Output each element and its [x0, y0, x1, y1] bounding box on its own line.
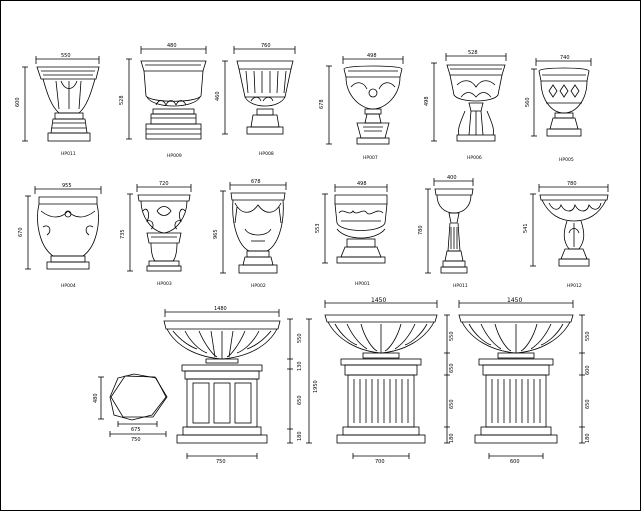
p1-top-dim: 1480 [214, 306, 227, 312]
planter-hp004: 955 670 HP004 [18, 183, 102, 289]
p1-base-dim: 750 [216, 459, 226, 465]
p3-seg4: 180 [585, 433, 591, 443]
p1-total: 1950 [313, 380, 319, 393]
hexagon-plan: 480 675 750 [93, 373, 168, 443]
p2-seg2: 650 [449, 363, 455, 373]
code-label: HP012 [567, 283, 582, 289]
dim-height: 670 [18, 227, 24, 237]
p3-seg3: 650 [585, 399, 591, 409]
p3-base-dim: 600 [510, 459, 520, 465]
dim-width: 400 [447, 175, 457, 181]
dim-width: 498 [357, 181, 367, 187]
code-label: HP011 [453, 283, 468, 289]
dim-height: 735 [120, 229, 126, 239]
planter-hp003: 720 735 HP003 [120, 181, 192, 287]
code-label: HP006 [467, 155, 482, 161]
p2-seg3: 650 [449, 399, 455, 409]
hex-inner-dim: 675 [131, 427, 141, 433]
dim-height: 965 [213, 229, 219, 239]
dim-width: 498 [367, 53, 377, 59]
pedestal-planter-3: 1450 600 550 600 650 180 [458, 297, 591, 465]
dim-height: 528 [119, 95, 125, 105]
dim-width: 955 [62, 183, 72, 189]
p3-top-dim: 1450 [507, 297, 522, 304]
dim-height: 678 [319, 99, 325, 109]
code-label: HP005 [559, 157, 574, 163]
p2-seg1: 550 [449, 331, 455, 341]
code-label: HP004 [61, 283, 76, 289]
code-label: HP009 [167, 153, 182, 159]
planter-hp011-bottom: 400 780 HP011 [418, 175, 474, 289]
dim-width: 480 [167, 43, 177, 49]
p1-seg4: 180 [297, 431, 303, 441]
dim-width: 780 [567, 181, 577, 187]
p1-seg2: 130 [297, 361, 303, 371]
dim-height: 460 [215, 91, 221, 101]
planter-hp008-top: 760 460 HP008 [215, 43, 296, 157]
code-label: HP003 [157, 281, 172, 287]
dim-height: 600 [15, 97, 21, 107]
planter-hp001: 498 553 HP001 [315, 181, 388, 287]
dim-width: 720 [159, 181, 169, 187]
p1-seg1: 550 [297, 333, 303, 343]
code-label: HP007 [363, 155, 378, 161]
dim-width: 760 [261, 43, 271, 49]
dim-height: 780 [418, 225, 424, 235]
code-label: HP011 [61, 151, 76, 157]
p2-top-dim: 1450 [371, 297, 386, 304]
dim-height: 553 [315, 223, 321, 233]
dim-width: 740 [560, 55, 570, 61]
planter-hp009-top: 480 528 HP009 [119, 43, 207, 159]
hex-height-dim: 480 [93, 393, 99, 403]
pedestal-planter-2: 1450 700 550 650 650 180 [324, 297, 455, 465]
dim-width: 528 [468, 50, 478, 56]
p2-seg4: 180 [449, 433, 455, 443]
dim-height: 541 [523, 223, 529, 233]
planter-hp002: 678 965 HP002 [213, 179, 287, 289]
dim-width: 678 [251, 179, 261, 185]
code-label: HP008 [259, 151, 274, 157]
hex-outer-dim: 750 [131, 437, 141, 443]
dim-height: 560 [525, 97, 531, 107]
dim-width: 550 [61, 53, 71, 59]
p1-seg3: 650 [297, 395, 303, 405]
planter-hp011-top: 550 600 HP011 [15, 53, 100, 157]
p3-seg1: 550 [585, 331, 591, 341]
planter-hp007-top: 498 678 HP007 [319, 53, 404, 161]
code-label: HP002 [251, 283, 266, 289]
planter-hp012: 780 541 HP012 [523, 181, 609, 289]
dim-height: 498 [424, 96, 430, 106]
pedestal-planter-1: 1480 750 550 130 650 180 1950 [163, 306, 319, 465]
planter-hp006-top: 528 498 HP006 [424, 50, 507, 161]
p2-base-dim: 700 [375, 459, 385, 465]
planter-hp005-top: 740 560 HP005 [525, 55, 592, 163]
code-label: HP001 [355, 281, 370, 287]
p3-seg2: 600 [585, 365, 591, 375]
